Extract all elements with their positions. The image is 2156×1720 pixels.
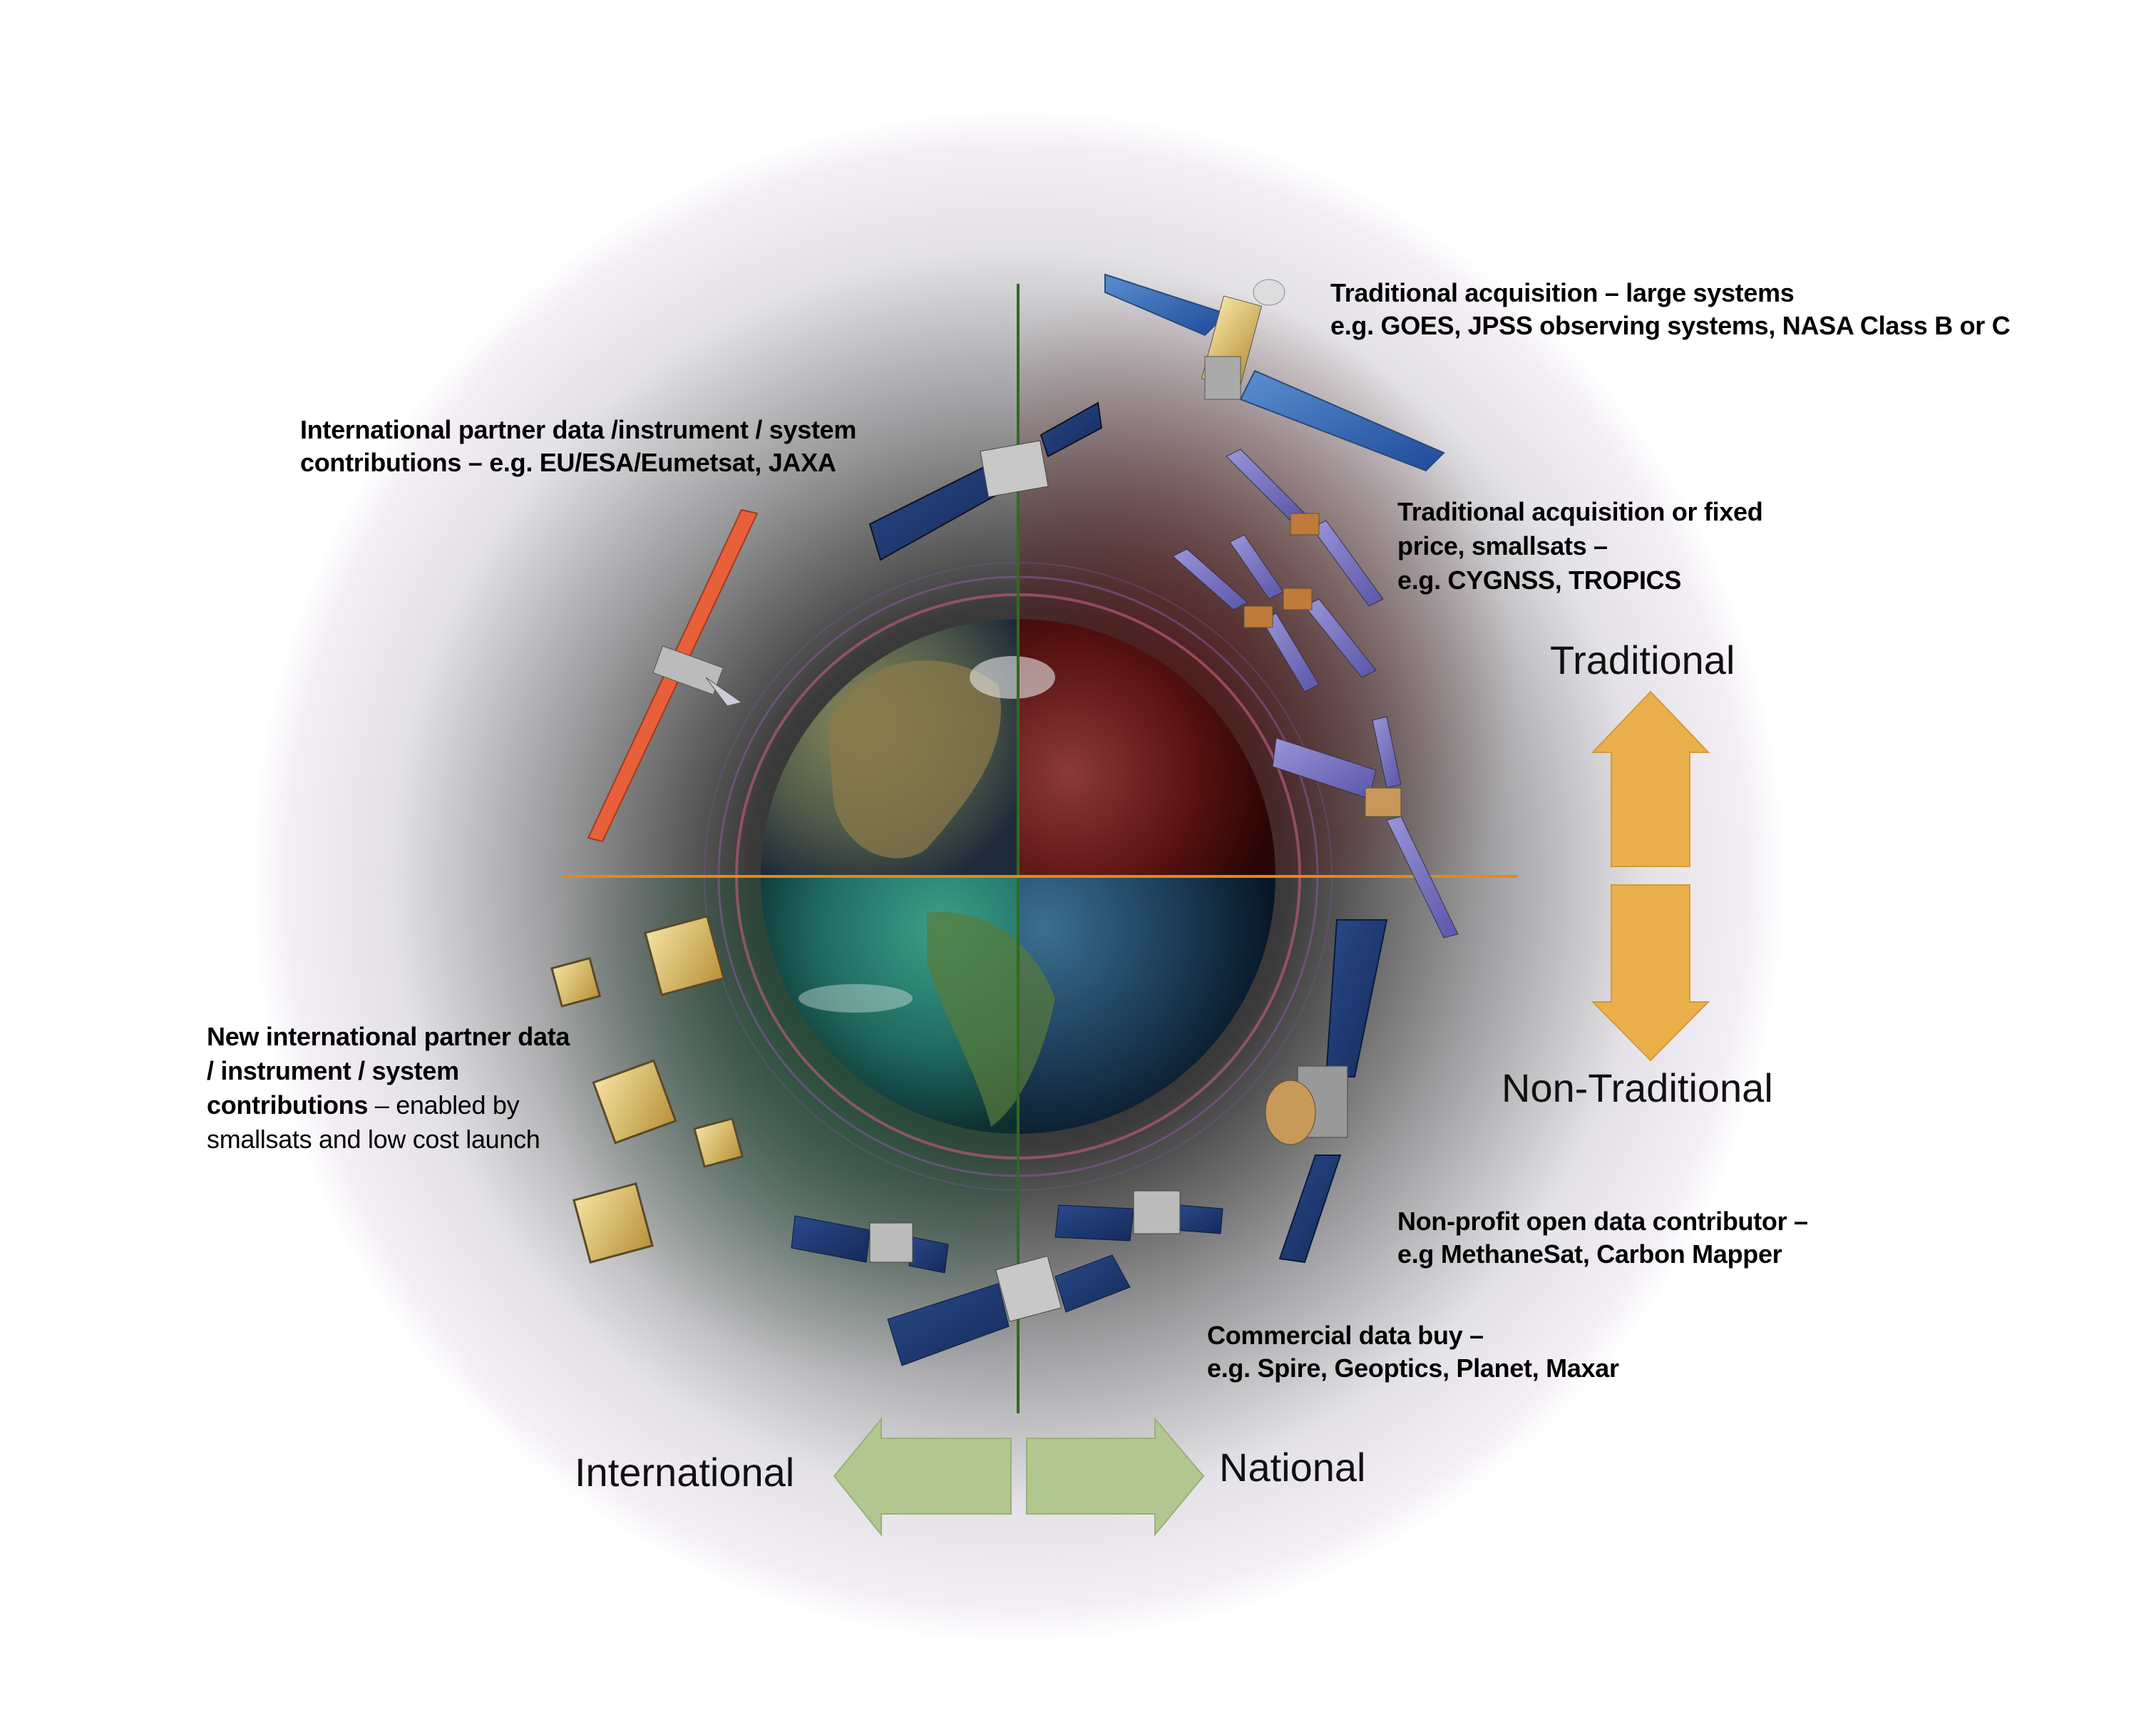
note-non-profit: Non-profit open data contributor – e.g M… (1397, 1205, 1808, 1271)
satellite-orange-panel (587, 508, 759, 843)
note-line: e.g. GOES, JPSS observing systems, NASA … (1330, 311, 2011, 340)
note-line: Non-profit open data contributor – (1397, 1207, 1808, 1236)
satellite-international-partner (868, 401, 1103, 561)
satellites-commercial (791, 1190, 1223, 1366)
note-line: e.g. Spire, Geoptics, Planet, Maxar (1207, 1353, 1619, 1383)
axis-label-non-traditional: Non-Traditional (1502, 1065, 1773, 1110)
note-line: contributions – e.g. EU/ESA/Eumetsat, JA… (300, 448, 836, 477)
note-international-partner: International partner data /instrument /… (300, 414, 856, 479)
earth-globe (761, 619, 1275, 1134)
arrow-down-non-traditional (1591, 884, 1710, 1062)
note-text: – enabled by (368, 1090, 520, 1120)
axis-label-traditional: Traditional (1550, 638, 1735, 682)
note-line: e.g MethaneSat, Carbon Mapper (1397, 1239, 1782, 1269)
note-line: / instrument / system (207, 1056, 459, 1085)
axis-label-national: National (1219, 1445, 1366, 1490)
note-line: Traditional acquisition – large systems (1330, 278, 1795, 307)
satellite-non-profit (1265, 919, 1388, 1264)
note-line: New international partner data (207, 1022, 570, 1051)
satellite-large-system (1104, 273, 1445, 472)
note-line: International partner data /instrument /… (300, 415, 857, 444)
note-line: smallsats and low cost launch (207, 1125, 540, 1154)
arrow-right-national (1026, 1417, 1205, 1537)
arrow-up-traditional (1591, 690, 1710, 867)
satellites-smallsats (1172, 449, 1459, 938)
note-line: Commercial data buy – (1207, 1321, 1484, 1350)
note-line: Traditional acquisition or fixed (1397, 497, 1763, 526)
note-line: e.g. CYGNSS, TROPICS (1397, 565, 1682, 595)
note-smallsats: Traditional acquisition or fixed price, … (1397, 495, 1763, 598)
note-commercial: Commercial data buy – e.g. Spire, Geopti… (1207, 1319, 1619, 1385)
axis-label-international: International (575, 1450, 795, 1495)
note-bold-text: contributions (207, 1090, 369, 1120)
note-line: price, smallsats – (1397, 531, 1608, 560)
note-line: contributions – enabled by (207, 1088, 570, 1122)
arrow-left-international (833, 1417, 1012, 1537)
note-large-systems: Traditional acquisition – large systems … (1330, 277, 2011, 342)
satellites-cubesats (550, 915, 744, 1264)
note-new-international: New international partner data / instrum… (207, 1020, 570, 1157)
